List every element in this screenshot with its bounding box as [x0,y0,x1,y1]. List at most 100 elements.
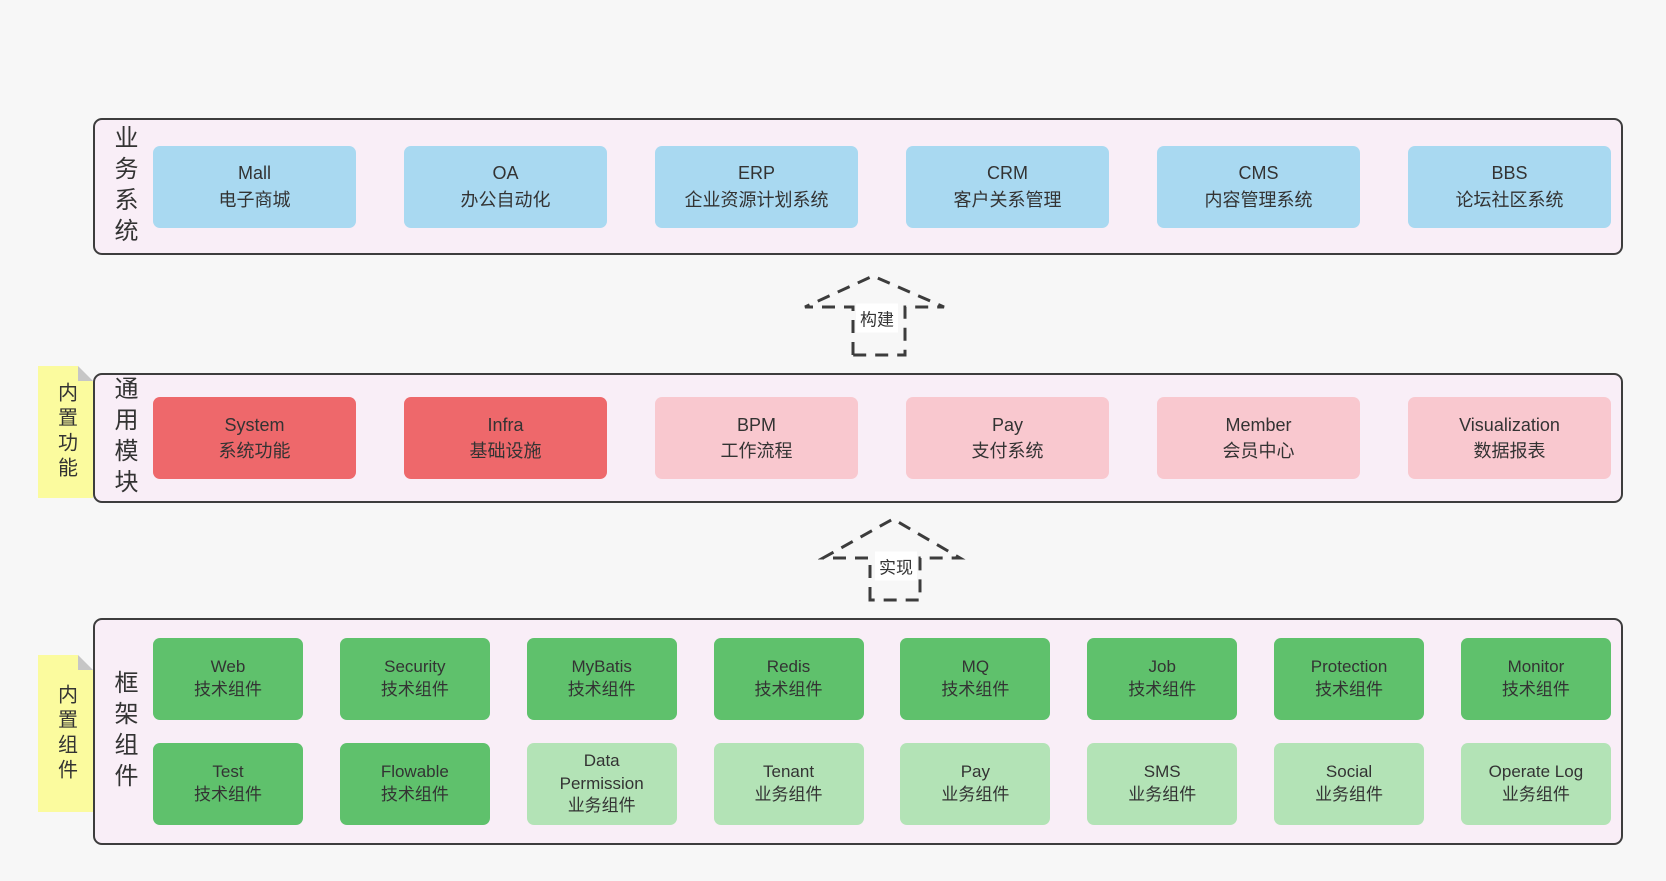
box-member-name: Member [1225,414,1292,435]
dashed-up-arrow [804,274,945,357]
box-redis-name: Redis [766,657,811,677]
box-flowable-desc: 技术组件 [380,785,449,804]
built-in-features-note: 内置功能 [38,366,93,498]
box-bbs-desc: 论坛社区系统 [1455,189,1564,210]
box-job-desc: 技术组件 [1128,680,1197,699]
box-job: Job 技术组件 [1087,638,1238,720]
box-crm-name: CRM [987,163,1028,184]
box-mall-desc: 电子商城 [218,189,291,210]
box-operate-log-name: Operate Log [1488,762,1584,782]
box-crm: CRM 客户关系管理 [906,145,1109,228]
box-mall: Mall 电子商城 [153,145,356,228]
box-monitor: Monitor 技术组件 [1460,638,1611,720]
box-protection: Protection 技术组件 [1274,638,1425,720]
box-mall-name: Mall [237,163,271,184]
box-data-permission-name: Data Permission [559,750,644,793]
box-system-desc: 系统功能 [218,441,291,461]
framework-components-label: 框架组件 [110,669,137,794]
box-social-desc: 业务组件 [1315,785,1384,804]
box-mq: MQ 技术组件 [900,638,1051,720]
box-social-name: Social [1325,762,1373,782]
box-pay-module-name: Pay [991,414,1024,435]
box-member: Member 会员中心 [1157,397,1360,479]
box-security: Security 技术组件 [339,638,490,720]
box-test: Test 技术组件 [153,743,303,825]
box-flowable-name: Flowable [380,762,449,782]
built-in-components-note: 内置组件 [38,655,93,812]
box-test-name: Test [212,762,244,782]
framework-components-row-2: Test 技术组件 Flowable 技术组件 Data Permission … [153,743,1611,825]
box-tenant-name: Tenant [763,762,815,782]
business-systems-section: 业务系统 Mall 电子商城 OA 办公自动化 ERP 企业资源计划系统 CRM… [93,118,1623,255]
box-bbs-name: BBS [1491,163,1528,184]
framework-components-row-1: Web 技术组件 Security 技术组件 MyBatis 技术组件 Redi… [153,638,1611,720]
box-system: System 系统功能 [153,397,356,479]
box-mybatis-name: MyBatis [571,657,632,677]
box-pay-component-name: Pay [960,762,991,782]
box-pay-module-desc: 支付系统 [971,441,1044,461]
box-cms: CMS 内容管理系统 [1157,145,1360,228]
implement-arrow-label: 实现 [875,551,917,581]
box-infra-name: Infra [487,414,524,435]
box-bpm: BPM 工作流程 [655,397,858,479]
box-crm-desc: 客户关系管理 [953,189,1062,210]
box-redis: Redis 技术组件 [713,638,864,720]
implement-arrow [818,515,966,603]
box-operate-log-desc: 业务组件 [1501,785,1570,804]
box-visualization-name: Visualization [1459,414,1560,435]
box-oa: OA 办公自动化 [404,145,607,228]
box-security-desc: 技术组件 [380,680,449,699]
box-protection-desc: 技术组件 [1315,680,1384,699]
box-monitor-desc: 技术组件 [1501,680,1570,699]
box-bpm-desc: 工作流程 [720,441,793,461]
box-sms-name: SMS [1143,762,1181,782]
business-systems-boxes: Mall 电子商城 OA 办公自动化 ERP 企业资源计划系统 CRM 客户关系… [135,145,1621,228]
box-cms-desc: 内容管理系统 [1204,189,1313,210]
box-social: Social 业务组件 [1274,743,1425,825]
box-visualization: Visualization 数据报表 [1408,397,1611,479]
box-erp: ERP 企业资源计划系统 [655,145,858,228]
common-modules-section: 通用模块 System 系统功能 Infra 基础设施 BPM 工作流程 Pay… [93,373,1623,503]
framework-components-section: 框架组件 Web 技术组件 Security 技术组件 MyBatis 技术组件… [93,618,1623,845]
box-data-permission: Data Permission 业务组件 [526,743,677,825]
box-pay-component-desc: 业务组件 [941,785,1010,804]
box-tenant: Tenant 业务组件 [713,743,864,825]
box-data-permission-desc: 业务组件 [567,796,636,816]
box-infra-desc: 基础设施 [469,441,542,461]
box-redis-desc: 技术组件 [754,680,823,699]
box-web-desc: 技术组件 [194,680,262,699]
box-infra: Infra 基础设施 [404,397,607,479]
box-sms: SMS 业务组件 [1087,743,1238,825]
business-systems-label: 业务系统 [110,124,137,249]
box-erp-name: ERP [737,163,775,184]
box-test-desc: 技术组件 [194,785,262,804]
box-flowable: Flowable 技术组件 [339,743,490,825]
box-mq-desc: 技术组件 [941,680,1010,699]
box-system-name: System [224,414,285,435]
box-web: Web 技术组件 [153,638,303,720]
box-cms-name: CMS [1238,163,1279,184]
box-operate-log: Operate Log 业务组件 [1460,743,1611,825]
box-protection-name: Protection [1310,657,1388,677]
common-modules-label: 通用模块 [110,376,137,500]
box-sms-desc: 业务组件 [1128,785,1197,804]
box-member-desc: 会员中心 [1222,441,1295,461]
framework-components-boxes: Web 技术组件 Security 技术组件 MyBatis 技术组件 Redi… [135,638,1621,825]
build-arrow [800,272,948,357]
built-in-features-note-label: 内置功能 [54,382,77,482]
build-arrow-label: 构建 [856,303,898,333]
box-tenant-desc: 业务组件 [754,785,823,804]
box-job-name: Job [1148,657,1176,677]
box-web-name: Web [210,657,246,677]
common-modules-boxes: System 系统功能 Infra 基础设施 BPM 工作流程 Pay 支付系统… [135,397,1621,479]
dashed-up-arrow [818,517,966,602]
box-mybatis: MyBatis 技术组件 [526,638,677,720]
box-bbs: BBS 论坛社区系统 [1408,145,1611,228]
box-bpm-name: BPM [736,414,776,435]
box-oa-name: OA [492,163,519,184]
built-in-components-note-label: 内置组件 [54,683,77,784]
box-monitor-name: Monitor [1507,657,1565,677]
box-security-name: Security [384,657,446,677]
box-oa-desc: 办公自动化 [460,189,551,210]
box-mq-name: MQ [961,657,990,677]
